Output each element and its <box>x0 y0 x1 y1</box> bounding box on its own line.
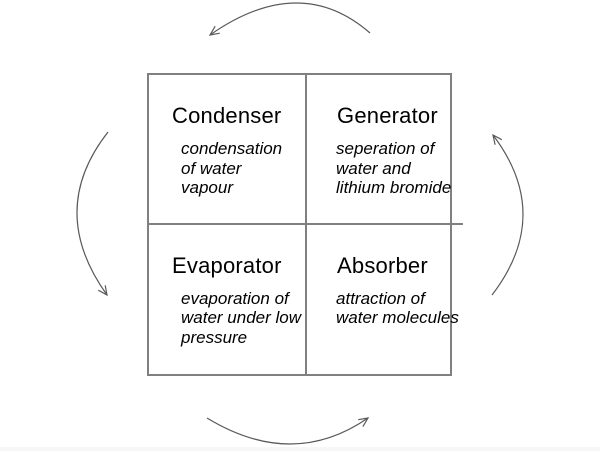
quadrant-generator: Generator seperation of water and lithiu… <box>307 75 463 225</box>
cycle-arrow-left <box>76 131 109 297</box>
quadrant-title: Generator <box>337 103 438 128</box>
arrow-curve <box>76 131 109 296</box>
quadrant-grid: Condenser condensation of water vapour G… <box>147 73 463 376</box>
quadrant-title: Condenser <box>172 103 282 128</box>
quadrant-absorber: Absorber attraction of water molecules <box>307 225 463 375</box>
cycle-arrow-right <box>491 133 524 296</box>
quadrant-description: attraction of water molecules <box>336 288 459 328</box>
page-bottom-edge <box>0 447 600 451</box>
cycle-arrow-top <box>208 2 371 36</box>
quadrant-evaporator: Evaporator evaporation of water under lo… <box>149 224 308 374</box>
arrowhead-right-icon <box>358 417 370 427</box>
arrow-curve <box>209 2 371 36</box>
quadrant-title: Absorber <box>337 252 428 278</box>
quadrant-description: evaporation of water under low pressure <box>181 288 302 347</box>
arrow-curve <box>206 417 369 445</box>
cycle-arrow-bottom <box>206 417 370 445</box>
quadrant-description: seperation of water and lithium bromide <box>336 139 452 197</box>
quadrant-title: Evaporator <box>172 252 282 278</box>
arrowhead-left-icon <box>208 25 220 36</box>
arrow-curve <box>491 134 524 296</box>
arrowhead-up-icon <box>492 133 503 145</box>
arrowhead-down-icon <box>98 285 108 297</box>
quadrant-condenser: Condenser condensation of water vapour <box>149 75 308 225</box>
quadrant-description: condensation of water vapour <box>181 139 283 197</box>
